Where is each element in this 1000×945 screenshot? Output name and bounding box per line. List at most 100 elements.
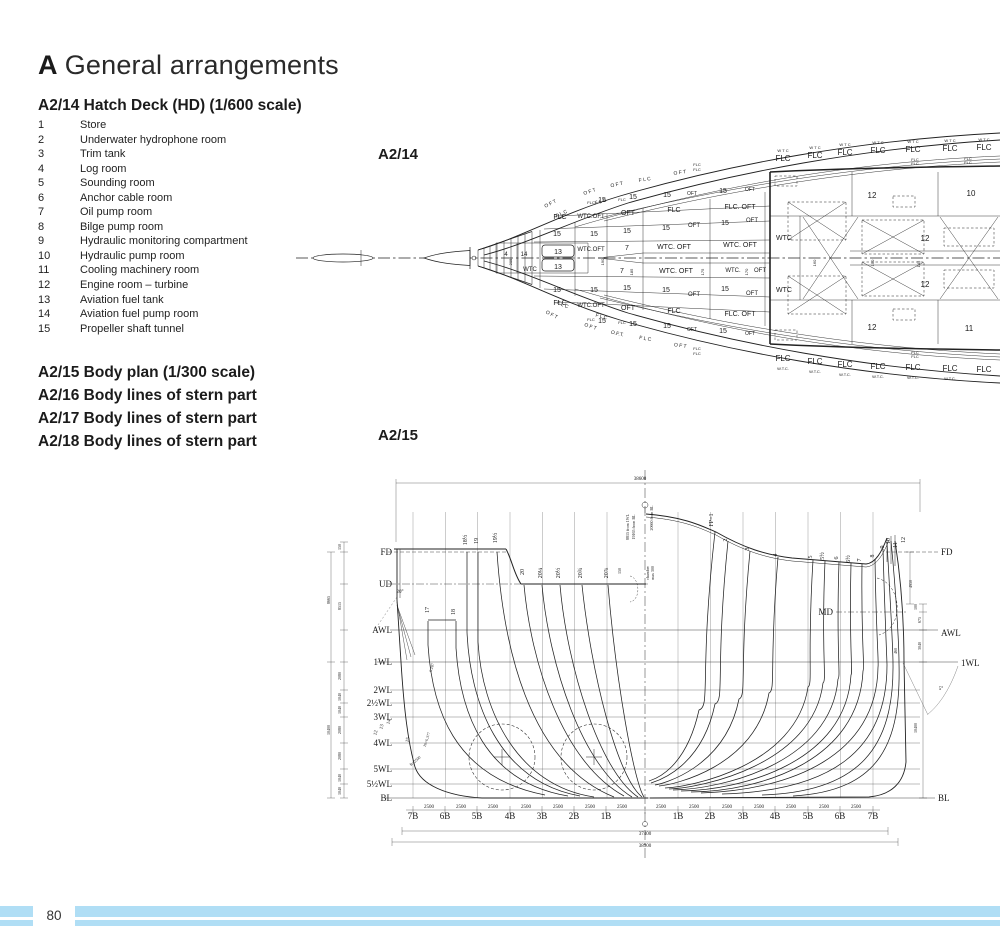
drawing-label: 15	[598, 318, 606, 325]
legend-label: Cooling machinery room	[80, 264, 200, 277]
drawing-label: FD	[941, 547, 953, 557]
drawing-label: 12	[374, 730, 380, 736]
legend-number: 2	[38, 133, 45, 146]
reference-dashed-lines	[388, 470, 938, 858]
drawing-label: 170	[744, 268, 749, 275]
drawing-label: 20660 from BL	[649, 505, 654, 530]
section-heading: A2/16 Body lines of stern part	[38, 387, 257, 404]
drawing-label: 2080	[337, 672, 342, 680]
drawing-label: 15	[719, 328, 727, 335]
drawing-label: FLC	[905, 363, 920, 372]
drawing-label: 15	[663, 323, 671, 330]
legend-number: 6	[38, 191, 45, 204]
drawing-label: AWL	[941, 628, 961, 638]
drawing-label: OFT	[621, 210, 636, 217]
title-text: General arrangements	[64, 50, 339, 80]
drawing-label: FLC	[807, 357, 822, 366]
drawing-label: W.T.C.	[944, 376, 956, 381]
drawing-label: 15	[662, 287, 670, 294]
drawing-label: FLC	[587, 200, 595, 205]
drawing-label: 6½	[845, 555, 852, 563]
drawing-label: O F T	[673, 342, 686, 350]
drawing-label: O F T	[583, 187, 597, 197]
drawing-label: 15	[590, 287, 598, 294]
drawing-label: 20	[520, 569, 526, 575]
drawing-label: 2500	[722, 805, 733, 810]
machinery-cross-braces	[788, 202, 998, 314]
drawing-label: 4WL	[374, 738, 393, 748]
legend-number: 11	[38, 264, 50, 277]
drawing-label: 1WL	[374, 657, 393, 667]
legend-label: Trim tank	[80, 148, 126, 161]
drawing-label: 15	[553, 231, 561, 238]
drawing-label: 17	[425, 607, 431, 613]
drawing-label: 8	[870, 555, 876, 558]
legend-label: Hydraulic pump room	[80, 249, 185, 262]
drawing-label: FLC	[942, 144, 957, 153]
drawing-label: 10	[967, 189, 976, 198]
drawing-label: FLC	[911, 354, 919, 359]
drawing-label: 15	[629, 321, 637, 328]
drawing-label: 15	[553, 287, 561, 294]
drawing-label: 37400	[639, 832, 652, 837]
drawing-label: 11	[893, 542, 899, 548]
deck-lines	[394, 514, 895, 584]
drawing-label: 15	[721, 286, 729, 293]
drawing-label: FLC	[693, 162, 701, 167]
drawing-label: FLC	[553, 300, 566, 307]
drawing-label: 9	[880, 546, 886, 549]
drawing-label: 3040	[917, 642, 922, 650]
page-number: 80	[33, 903, 75, 928]
drawing-label: 2500	[424, 805, 435, 810]
drawing-label: 145	[916, 260, 921, 267]
drawing-label: chamber	[645, 565, 650, 579]
drawing-label: 150	[617, 568, 622, 574]
drawing-label: FLC	[618, 197, 626, 202]
drawing-label: 1040	[337, 693, 342, 701]
drawing-label: 2080	[337, 752, 342, 760]
drawing-label: OFT	[754, 268, 766, 274]
drawing-label: 12	[901, 537, 907, 543]
drawing-label: UD	[379, 579, 392, 589]
drawing-label: 15	[663, 192, 671, 199]
drawing-label: FLC	[911, 350, 919, 355]
drawing-label: 15	[623, 285, 631, 292]
drawing-label: 4B	[770, 811, 781, 821]
legend-number: 10	[38, 249, 51, 262]
title-letter: A	[38, 50, 58, 80]
drawing-label: O.F.T.	[610, 330, 624, 339]
machinery-dashed	[775, 176, 994, 340]
drawing-label: W T C	[907, 139, 918, 144]
waterline-grid	[377, 630, 958, 798]
drawing-label: 13	[554, 249, 562, 256]
drawing-label: F L C	[556, 300, 570, 311]
legend-number: 8	[38, 220, 45, 233]
drawing-label: FLC	[964, 156, 972, 161]
drawing-label: 4B	[505, 811, 516, 821]
drawing-label: 11	[965, 324, 974, 333]
drawing-label: FLC	[837, 148, 852, 157]
drawing-label: W.T.C.	[777, 366, 789, 371]
drawing-label: 5B	[803, 811, 814, 821]
drawing-label: 4950	[908, 580, 913, 588]
drawing-label: W.T.C.	[907, 375, 919, 380]
legend-label: Oil pump room	[80, 206, 153, 219]
figure-label-a2-15: A2/15	[378, 427, 419, 444]
drawing-label: WTC.OFT	[577, 214, 605, 220]
drawing-label: BL	[380, 793, 392, 803]
drawing-label: 2WL	[374, 685, 393, 695]
drawing-label: FLC	[905, 145, 920, 154]
drawing-label: 10400	[326, 725, 331, 735]
footer-stripe-thick	[0, 906, 1000, 917]
drawing-label: 12	[868, 323, 877, 332]
legend-label: Aviation fuel pump room	[80, 308, 199, 321]
drawing-label: 13	[380, 724, 386, 730]
drawing-label: 12	[921, 234, 930, 243]
drawing-label: 150	[337, 544, 342, 550]
drawing-label: FLC	[976, 365, 991, 374]
